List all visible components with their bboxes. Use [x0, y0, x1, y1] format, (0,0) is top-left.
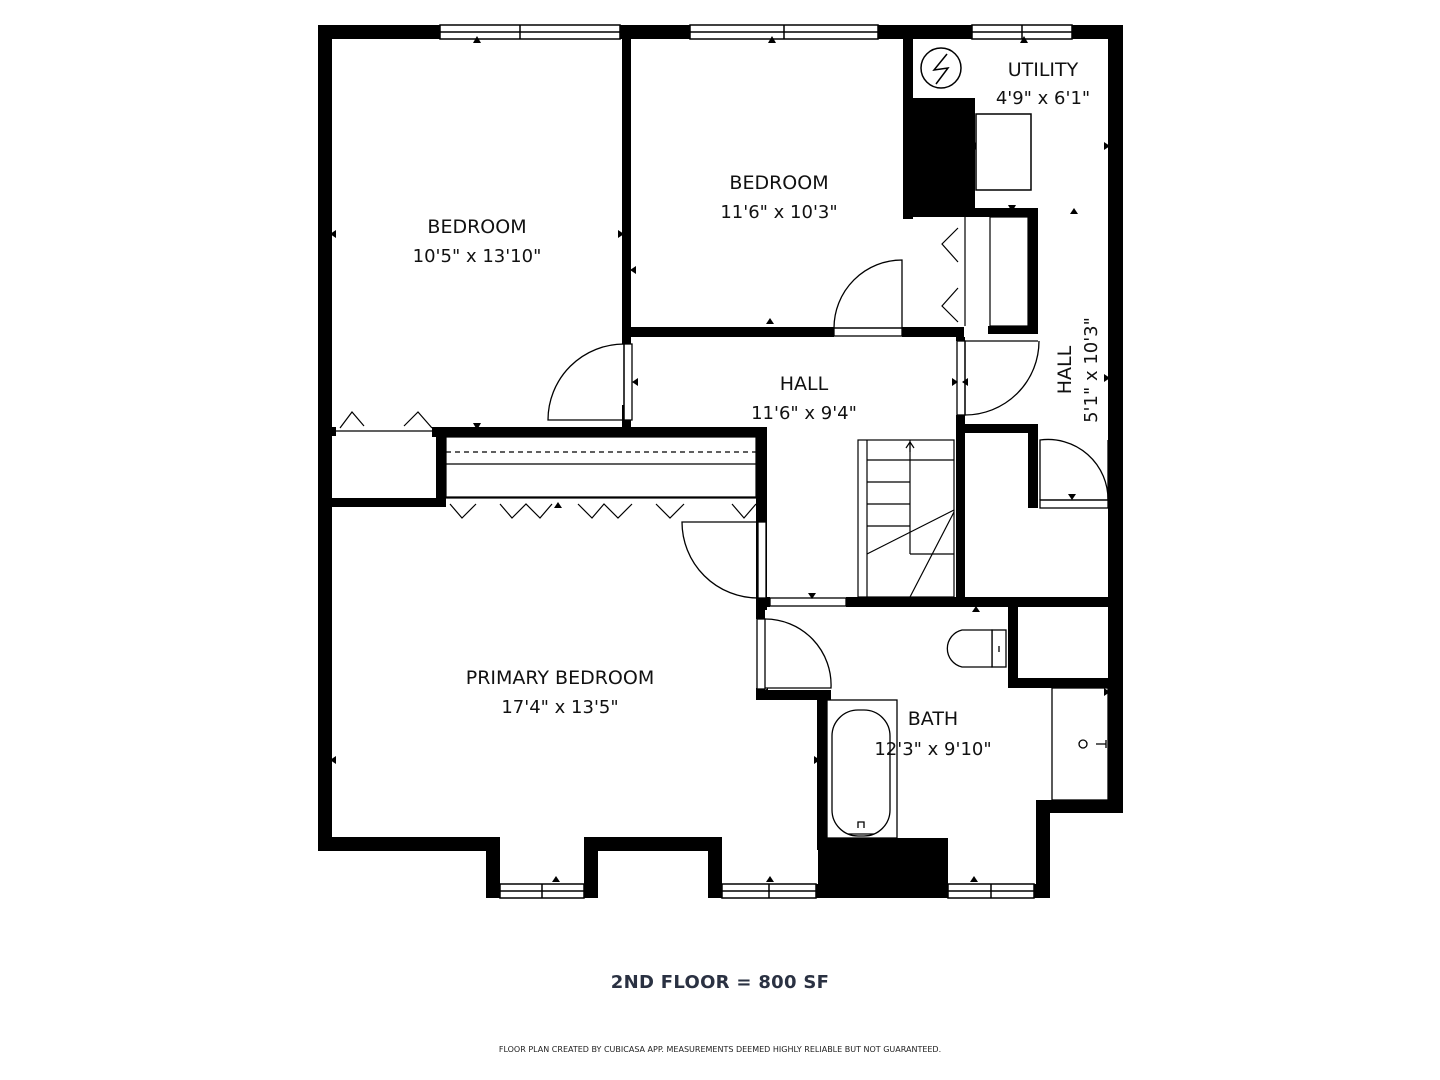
bifold-closets — [336, 216, 1029, 519]
closet — [989, 216, 1029, 327]
utility-size: 4'9" x 6'1" — [996, 88, 1090, 109]
disclaimer-text: FLOOR PLAN CREATED BY CUBICASA APP. MEAS… — [498, 1045, 942, 1054]
bedroom-1-size: 10'5" x 13'10" — [413, 246, 542, 267]
bedroom-2-size: 11'6" x 10'3" — [720, 202, 837, 223]
hall-door[interactable] — [956, 340, 1040, 416]
bathtub-icon — [826, 699, 898, 839]
closet — [445, 436, 757, 499]
hall-side-size: 5'1" x 10'3" — [1081, 317, 1102, 423]
bath-name: BATH — [908, 708, 958, 730]
bedroom-door[interactable] — [547, 343, 633, 421]
bath-fixtures — [826, 629, 1109, 839]
bedroom-door[interactable] — [833, 259, 903, 337]
hall-main-size: 11'6" x 9'4" — [751, 403, 857, 424]
stairs-icon — [857, 439, 955, 598]
utility-fixtures — [920, 47, 1032, 191]
room-labels: BEDROOM 10'5" x 13'10" BEDROOM 11'6" x 1… — [413, 59, 1102, 760]
windows — [439, 24, 1073, 899]
electrical-panel-icon — [920, 47, 962, 89]
primary-bedroom-door[interactable] — [681, 521, 767, 599]
bath-opening[interactable] — [769, 597, 847, 607]
closet-bifold-door[interactable] — [941, 227, 959, 323]
floor-area-summary: 2ND FLOOR = 800 SF — [610, 972, 830, 993]
bedroom-2-name: BEDROOM — [729, 172, 828, 194]
water-heater — [975, 113, 1032, 191]
closet-bifold-door[interactable] — [336, 411, 433, 432]
bedroom-1-name: BEDROOM — [427, 216, 526, 238]
hall-side-name: HALL — [1054, 345, 1076, 394]
utility-name: UTILITY — [1008, 59, 1079, 81]
bath-door[interactable] — [756, 618, 832, 690]
primary-bedroom-name: PRIMARY BEDROOM — [466, 667, 654, 689]
interior-walls — [318, 39, 1123, 850]
bath-size: 12'3" x 9'10" — [874, 739, 991, 760]
sink-icon — [1051, 687, 1109, 801]
hall-main-name: HALL — [780, 373, 829, 395]
primary-bedroom-size: 17'4" x 13'5" — [501, 697, 618, 718]
measurement-markers — [330, 36, 1110, 882]
closet-door[interactable] — [1039, 438, 1109, 509]
toilet-icon — [946, 629, 1007, 668]
closet-bifold-door[interactable] — [449, 503, 757, 519]
doors — [547, 259, 1109, 690]
